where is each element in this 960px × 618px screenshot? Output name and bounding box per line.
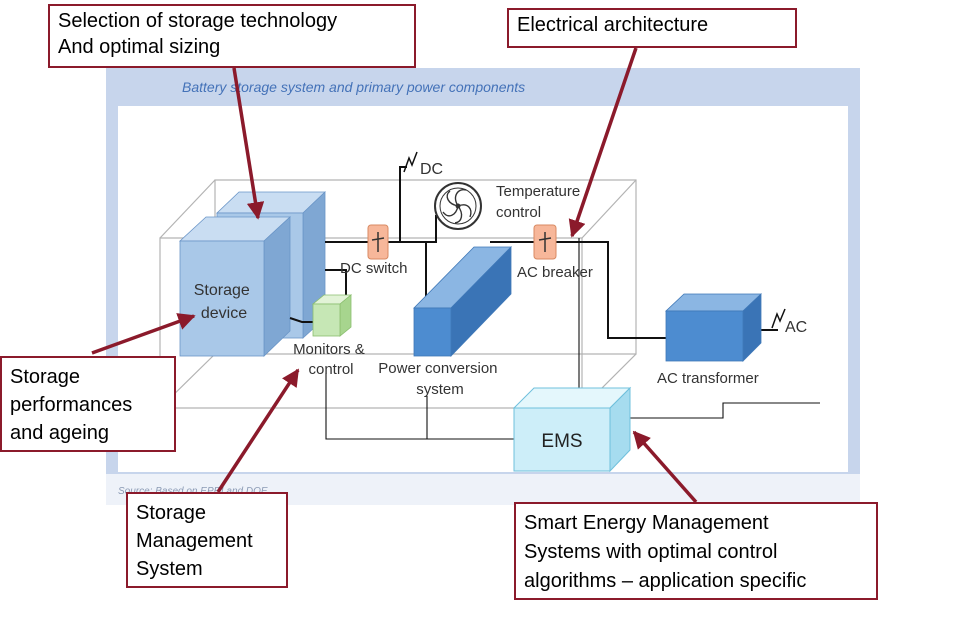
- callout-line: algorithms – application specific: [524, 570, 807, 592]
- arrow-electrical-architecture: [568, 47, 638, 238]
- callout-smart-ems: Smart Energy Management Systems with opt…: [514, 502, 878, 600]
- ac-lightning-icon: [771, 308, 786, 329]
- arrow-storage-management: [216, 368, 300, 493]
- callout-line: System: [136, 558, 203, 580]
- ac-transformer-label: AC transformer: [657, 370, 759, 387]
- arrow-storage-technology: [232, 67, 265, 220]
- arrow-storage-performance: [91, 313, 196, 355]
- callout-line: Management: [136, 530, 253, 552]
- storage-device-block: [178, 216, 292, 357]
- storage-device-label: Storage device: [194, 282, 255, 322]
- ac-label: AC: [785, 319, 807, 336]
- callout-electrical-architecture: Electrical architecture: [507, 8, 797, 48]
- ac-breaker-label: AC breaker: [517, 264, 593, 281]
- ems-wiring: [325, 238, 820, 440]
- callout-line: and ageing: [10, 422, 109, 444]
- callout-line: performances: [10, 394, 133, 416]
- figure-source: Source: Based on EPRI and DOE.: [118, 486, 270, 497]
- power-conversion-block: [413, 246, 512, 357]
- callout-line: Selection of storage technology: [58, 10, 338, 32]
- dc-switch-label: DC switch: [340, 260, 408, 277]
- callout-line: Storage: [10, 366, 81, 388]
- wiring: [289, 166, 778, 339]
- power-conversion-label: Power conversion system: [378, 360, 501, 398]
- dc-label: DC: [420, 161, 443, 178]
- ems-label: EMS: [541, 431, 582, 452]
- callout-line: Smart Energy Management: [524, 512, 769, 534]
- temperature-control-label: Temperature control: [496, 183, 584, 221]
- arrow-smart-ems: [632, 430, 698, 504]
- callout-line: And optimal sizing: [58, 36, 221, 58]
- ems-block: [512, 386, 632, 473]
- monitors-control-label: Monitors & control: [293, 341, 369, 378]
- ac-transformer-block: [664, 293, 763, 362]
- callout-line: Systems with optimal control: [524, 541, 778, 563]
- ac-breaker-icon: [533, 224, 557, 260]
- fan-icon: [434, 182, 482, 230]
- dc-lightning-icon: [403, 151, 418, 173]
- callout-line: Electrical architecture: [517, 14, 709, 36]
- dc-switch-icon: [367, 224, 389, 260]
- figure-header: Battery storage system and primary power…: [182, 79, 525, 95]
- callout-arrows: [91, 47, 698, 504]
- callout-storage-technology: Selection of storage technology And opti…: [48, 4, 416, 68]
- monitors-control-cube: [311, 294, 353, 337]
- callout-storage-management: Storage Management System: [126, 492, 288, 588]
- callout-line: Storage: [136, 502, 207, 524]
- callout-storage-performance: Storage performances and ageing: [0, 356, 176, 452]
